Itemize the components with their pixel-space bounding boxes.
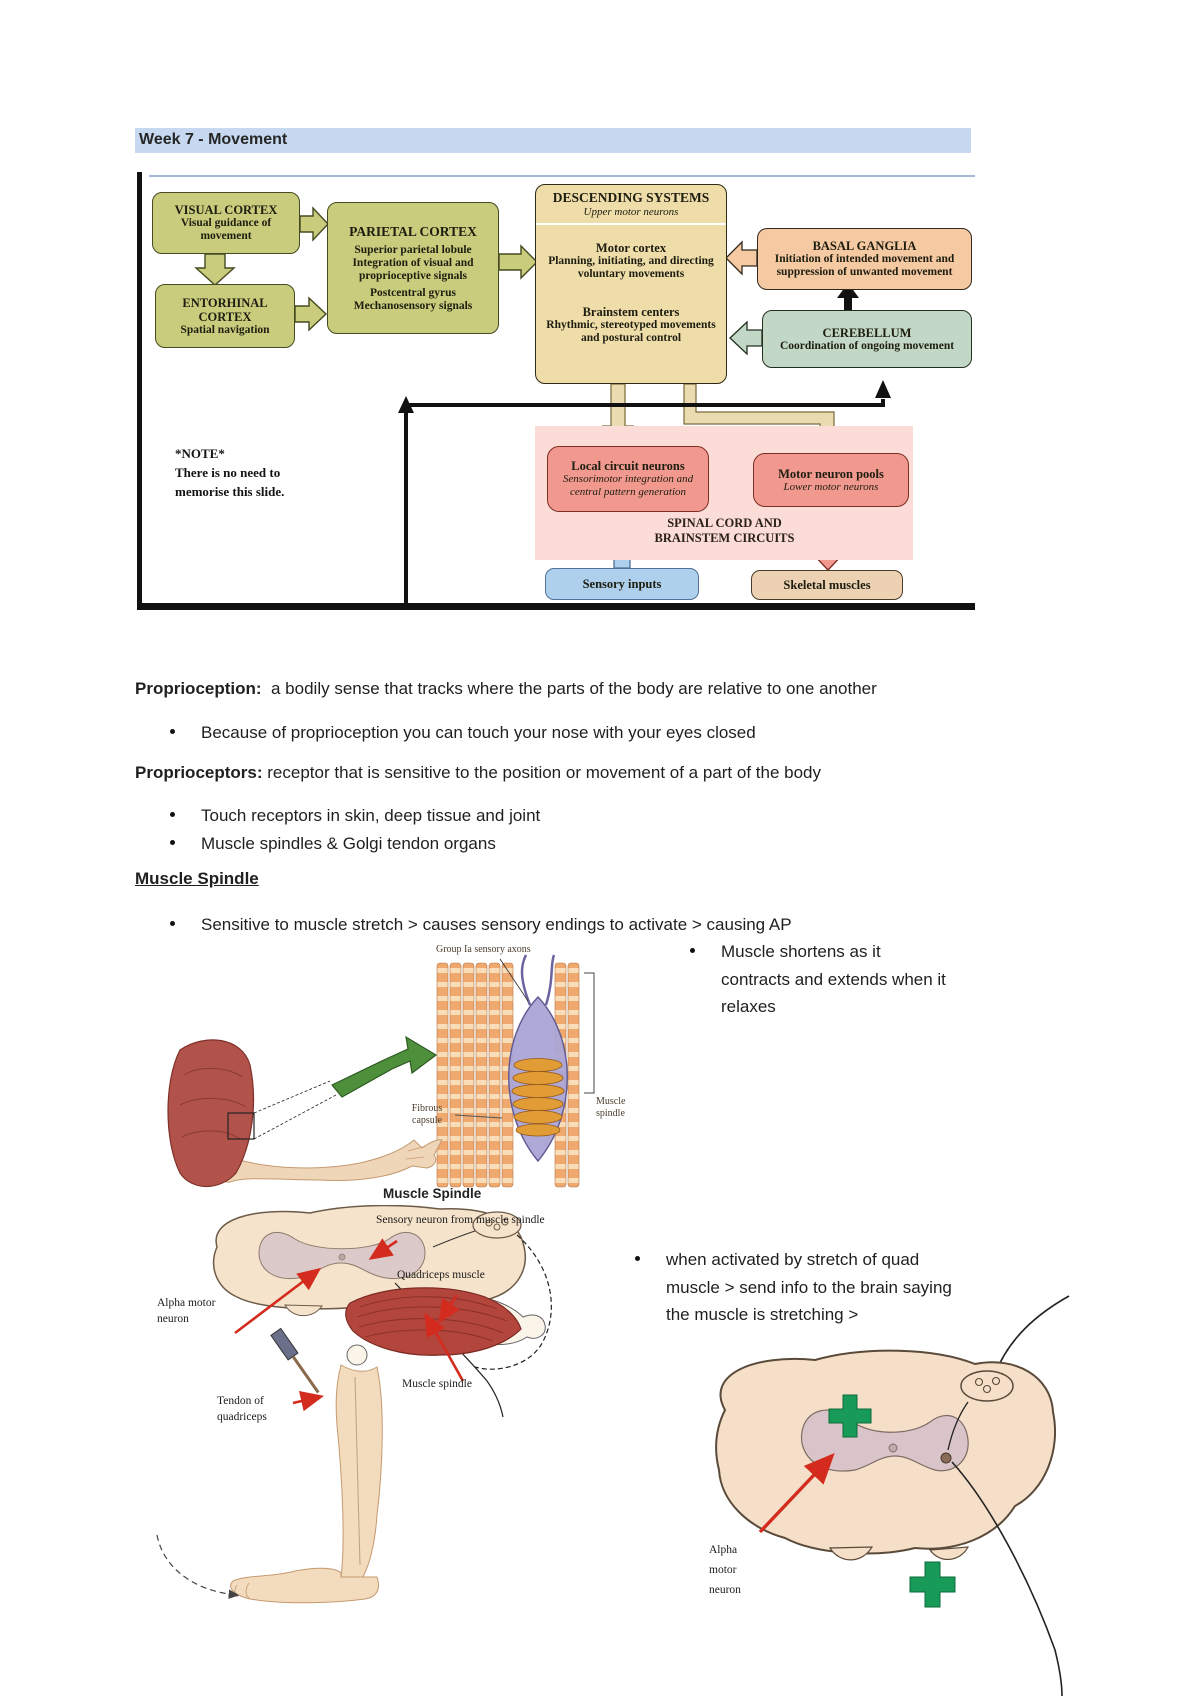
arrow-visual-to-entorhinal [194,253,236,286]
section-title: Week 7 - Movement [139,131,288,148]
excitatory-plus-icon [909,1561,956,1608]
sensory-inputs-box: Sensory inputs [545,568,699,600]
movement-flowchart-figure: VISUAL CORTEX Visual guidance of movemen… [137,172,975,610]
section-header: Week 7 - Movement [135,128,971,153]
bullet-touch-nose: Because of proprioception you can touch … [170,719,910,747]
spindle-capsule [454,954,595,1163]
spinal-cord-excitation-figure [715,1295,1070,1697]
arrow-basal-to-descending [725,240,758,276]
quadriceps-label: Quadriceps muscle [397,1269,485,1281]
muscle-spindle-label: Muscle spindle [402,1378,472,1390]
muscle-spindle-anatomy-figure [167,954,595,1188]
motor-cortex-entry: Motor cortex Planning, initiating, and d… [548,241,714,280]
descending-systems-box: DESCENDING SYSTEMS Upper motor neurons M… [535,184,727,384]
bullet-stretch-sensitive: Sensitive to muscle stretch > causes sen… [170,911,930,939]
bullet-dot [690,948,695,953]
sensory-neuron-label: Sensory neuron from muscle spindle [376,1214,545,1226]
proprioception-paragraph: Proprioception: a bodily sense that trac… [135,677,975,701]
slide-bottom-border [137,603,975,610]
cerebellum-box: CEREBELLUM Coordination of ongoing movem… [762,310,972,368]
motor-neuron-pools-box: Motor neuron pools Lower motor neurons [753,453,909,507]
arrow-entorhinal-to-parietal [294,296,328,332]
alpha-callout-arrow [758,1453,835,1534]
bullet-touch-receptors: Touch receptors in skin, deep tissue and… [170,802,910,830]
descending-header: DESCENDING SYSTEMS Upper motor neurons [536,185,726,225]
leg-illustration [230,1287,546,1604]
fibrous-capsule-label: Fibrous capsule [411,1103,443,1126]
parietal-cortex-box: PARIETAL CORTEX Superior parietal lobule… [327,202,499,334]
bullet-dot [170,812,175,817]
local-circuit-neurons-box: Local circuit neurons Sensorimotor integ… [547,446,709,512]
movement-arc [156,1534,240,1600]
muscle-spindle-heading: Muscle Spindle [135,869,259,888]
proprioception-term: Proprioception: [135,679,262,698]
feedback-arrowhead-right [875,380,891,398]
bullet-dot [170,840,175,845]
bullet-dot [635,1256,640,1261]
slide-top-line [149,175,975,177]
sensory-axon-path [474,1234,552,1370]
tendon-label: Tendon of quadriceps [217,1395,267,1423]
arrow-visual-to-parietal [299,206,329,242]
bullet-dot [170,729,175,734]
slide-note: *NOTE* There is no need to memorise this… [175,446,285,499]
spinal-cord-circuits-label: SPINAL CORD AND BRAINSTEM CIRCUITS [654,516,795,545]
entorhinal-cortex-box: ENTORHINAL CORTEX Spatial navigation [155,284,295,348]
brainstem-entry: Brainstem centers Rhythmic, stereotyped … [546,305,716,344]
motor-exit-axon [951,1461,1063,1697]
excitatory-plus-icon [828,1394,872,1438]
proprioceptors-definition: receptor that is sensitive to the positi… [262,763,821,782]
muscle-spindle-callout-label: Muscle spindle [596,1096,626,1119]
sensory-entry-axon [994,1295,1070,1375]
inset-green-arrow [331,1035,438,1098]
group-ia-axons-label: Group Ia sensory axons [436,944,531,955]
spinal-cord-section-large [715,1349,1057,1561]
alpha-motor-neuron-label: Alpha motor neuron [157,1297,216,1325]
proprioception-definition: a bodily sense that tracks where the par… [261,679,877,698]
bullet-dot [170,921,175,926]
muscle-fibers [436,962,580,1188]
alpha-motor-neuron-label-2: Alpha motor neuron [709,1544,741,1596]
bullet-muscle-shortens: Muscle shortens as it contracts and exte… [690,938,952,1021]
basal-ganglia-box: BASAL GANGLIA Initiation of intended mov… [757,228,972,290]
bullet-muscle-spindles: Muscle spindles & Golgi tendon organs [170,830,910,858]
motor-axon-path [394,1282,504,1418]
arrow-parietal-to-descending [498,244,538,280]
arrow-cerebellum-to-descending [729,320,763,356]
proprioceptors-paragraph: Proprioceptors: receptor that is sensiti… [135,761,975,785]
bullet-quad-stretch: when activated by stretch of quad muscle… [635,1246,955,1329]
skeletal-muscles-box: Skeletal muscles [751,570,903,600]
feedback-arrowhead-left [398,396,414,413]
reflex-hammer [270,1327,320,1394]
figure1-caption: Muscle Spindle [383,1186,482,1201]
proprioceptors-term: Proprioceptors: [135,763,263,782]
visual-cortex-box: VISUAL CORTEX Visual guidance of movemen… [152,192,300,254]
slide-left-border [137,172,142,610]
